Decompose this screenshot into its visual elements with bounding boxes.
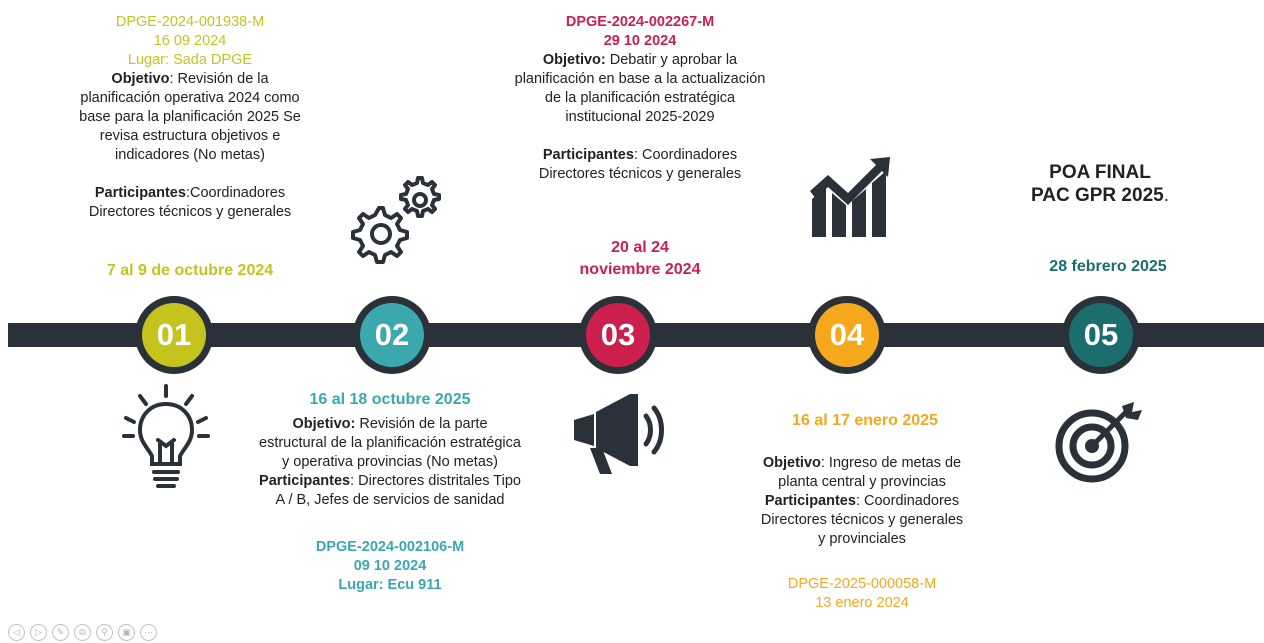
step4-node: 04: [808, 296, 886, 374]
step5-title-suffix: .: [1163, 185, 1169, 206]
step3-objective-line: Debatir y aprobar la: [605, 52, 738, 68]
step2-objective-line: estructural de la planificación estratég…: [259, 435, 521, 451]
step4-participants-line: Directores técnicos y generales: [760, 512, 964, 528]
screen-options-button[interactable]: ▣: [118, 624, 135, 641]
see-all-slides-button[interactable]: ⧉: [74, 624, 91, 641]
step1-objective-line: indicadores (No metas): [115, 147, 265, 163]
growth-chart-icon: [810, 157, 890, 237]
step1-objective-label: Objetivo: [111, 71, 170, 87]
step3-objective-label: Objetivo:: [542, 52, 606, 68]
step3-memo-date: 29 10 2024: [603, 33, 677, 49]
step4-memo-date: 13 enero 2024: [815, 595, 909, 611]
step4-objective-label: Objetivo: [762, 455, 821, 471]
megaphone-icon: [574, 394, 664, 474]
step1-memo-date: 16 09 2024: [153, 33, 227, 49]
step2-participants-line: A / B, Jefes de servicios de sanidad: [275, 492, 505, 508]
step3-memo: DPGE-2024-002267-M: [565, 14, 715, 30]
step2-objective-label: Objetivo:: [292, 416, 356, 432]
step5-number: 05: [1069, 303, 1133, 367]
step1-participants-label: Participantes: [94, 185, 186, 201]
step1-memo: DPGE-2024-001938-M: [115, 14, 265, 30]
step1-objective-line: : Revisión de la: [169, 71, 269, 87]
step4-participants-line: : Coordinadores: [855, 493, 960, 509]
step3-date-range-line: 20 al 24: [611, 239, 669, 256]
step2-participants-line: : Directores distritales Tipo: [350, 473, 521, 489]
step5-node: 05: [1062, 296, 1140, 374]
step1-date-range: 7 al 9 de octubre 2024: [106, 262, 274, 279]
step3-number: 03: [586, 303, 650, 367]
step3-objective-line: planificación en base a la actualización: [514, 71, 766, 87]
step4-objective-line: planta central y provincias: [778, 474, 946, 490]
step3-date-range: 20 al 24 noviembre 2024: [540, 237, 740, 281]
lightbulb-icon: [122, 384, 210, 488]
step1-number: 01: [142, 303, 206, 367]
step1-info: DPGE-2024-001938-M 16 09 2024 Lugar: Sad…: [40, 13, 340, 222]
step1-objective-line: planificación operativa 2024 como: [80, 90, 300, 106]
step3-participants-label: Participantes: [542, 147, 634, 163]
step4-participants-label: Participantes: [764, 493, 856, 509]
step3-objective-line: institucional 2025-2029: [565, 109, 715, 125]
step1-place: Lugar: Sada DPGE: [127, 52, 253, 68]
gears-icon: [351, 176, 441, 264]
step3-node: 03: [579, 296, 657, 374]
step2-participants-label: Participantes: [259, 473, 351, 489]
step2-info: Objetivo: Revisión de la parte estructur…: [240, 415, 540, 510]
step2-memo-date: 09 10 2024: [353, 558, 427, 574]
step5-title-line: POA FINAL: [1049, 162, 1151, 183]
step2-objective-line: Revisión de la parte: [355, 416, 488, 432]
step1-objective-line: revisa estructura objetivos e: [99, 128, 281, 144]
next-slide-button[interactable]: ▷: [30, 624, 47, 641]
step3-date-range-line: noviembre 2024: [579, 261, 701, 278]
step4-objective-line: : Ingreso de metas de: [820, 455, 962, 471]
step2-node: 02: [353, 296, 431, 374]
step2-place: Lugar: Ecu 911: [338, 577, 442, 593]
step3-info: DPGE-2024-002267-M 29 10 2024 Objetivo: …: [490, 13, 790, 184]
step5-date: 28 febrero 2025: [1049, 258, 1167, 275]
step4-number: 04: [815, 303, 879, 367]
more-options-button[interactable]: ···: [140, 624, 157, 641]
step1-objective-line: base para la planificación 2025 Se: [79, 109, 301, 125]
step1-node: 01: [135, 296, 213, 374]
step2-memo-info: DPGE-2024-002106-M 09 10 2024 Lugar: Ecu…: [290, 538, 490, 595]
step2-memo: DPGE-2024-002106-M: [315, 539, 465, 555]
step2-number: 02: [360, 303, 424, 367]
step4-info: Objetivo: Ingreso de metas de planta cen…: [712, 454, 1012, 549]
previous-slide-button[interactable]: ◁: [8, 624, 25, 641]
step5-title: POA FINAL PAC GPR 2025.: [1000, 161, 1200, 207]
step3-participants-line: Directores técnicos y generales: [538, 166, 742, 182]
step4-participants-line: y provinciales: [818, 531, 906, 547]
step4-date-range: 16 al 17 enero 2025: [792, 412, 938, 429]
step1-participants-line: :Coordinadores: [185, 185, 286, 201]
gear-large-outline: [351, 206, 409, 264]
step2-date-range: 16 al 18 octubre 2025: [309, 391, 471, 408]
step4-memo-info: DPGE-2025-000058-M 13 enero 2024: [762, 575, 962, 613]
zoom-button[interactable]: ⚲: [96, 624, 113, 641]
pen-tool-button[interactable]: ✎: [52, 624, 69, 641]
step5-title-line: PAC GPR 2025: [1031, 185, 1164, 206]
target-icon: [1055, 402, 1142, 483]
gear-small-outline: [399, 176, 441, 218]
step4-memo: DPGE-2025-000058-M: [787, 576, 937, 592]
step3-participants-line: : Coordinadores: [633, 147, 738, 163]
step3-objective-line: de la planificación estratégica: [544, 90, 736, 106]
step1-participants-line: Directores técnicos y generales: [88, 204, 292, 220]
step2-objective-line: y operativa provincias (No metas): [282, 454, 498, 470]
